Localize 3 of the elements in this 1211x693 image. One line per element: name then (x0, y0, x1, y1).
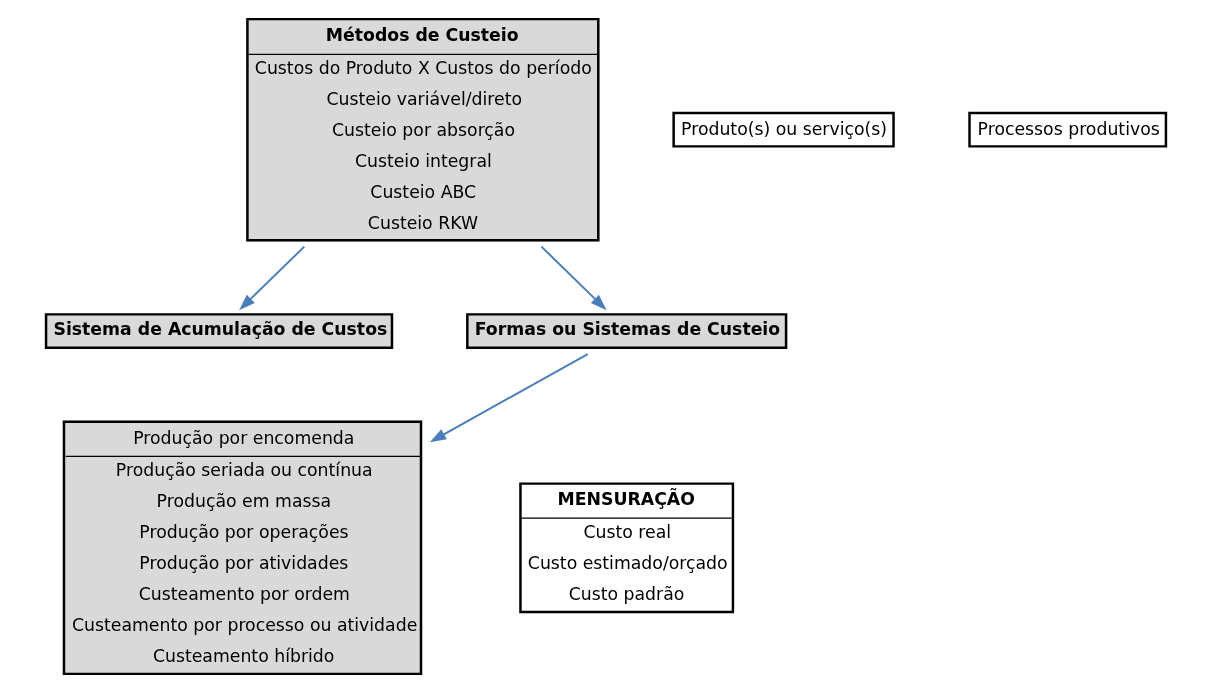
arrow (539, 245, 607, 311)
arrow (238, 245, 305, 311)
arrow (429, 353, 589, 443)
